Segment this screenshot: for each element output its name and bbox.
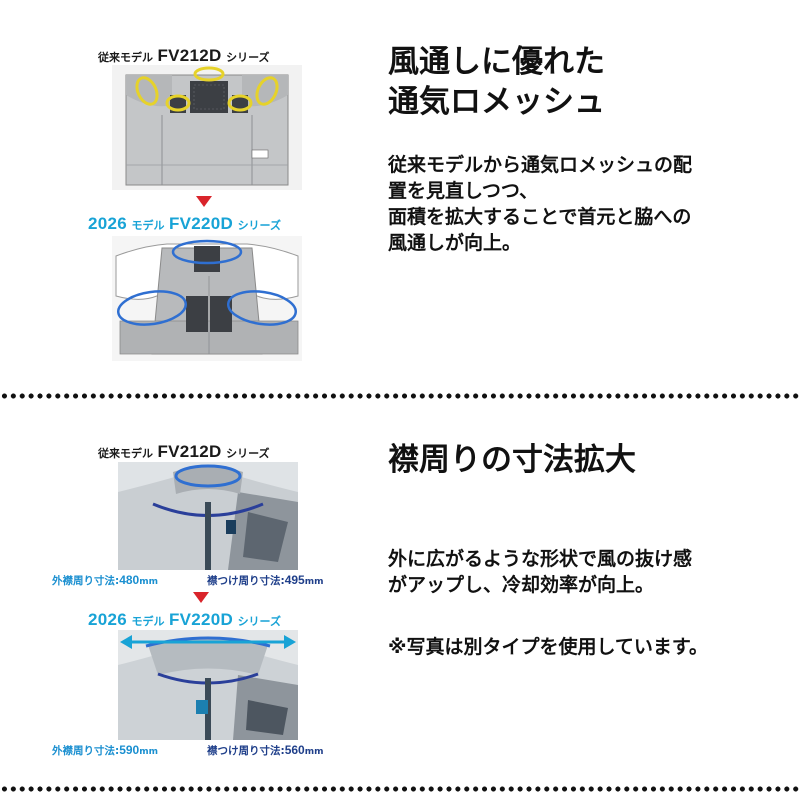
new-model-label: 2026 モデル FV220D シリーズ (88, 214, 282, 233)
down-arrow-icon (193, 592, 209, 603)
new-inner-collar-measure: 襟つけ周り寸法:560mm (207, 743, 324, 757)
desc-line-2: がアップし、冷却効率が向上。 (388, 574, 655, 596)
old-model-label: 従来モデル FV212D シリーズ (98, 46, 270, 65)
old-model-back-image (112, 65, 302, 190)
heading-line-2: 通気ロメッシュ (388, 84, 605, 120)
dotted-divider (0, 785, 800, 793)
old-inner-collar-measure: 襟つけ周り寸法:495mm (207, 573, 324, 587)
new-model-label: 2026 モデル FV220D シリーズ (88, 610, 282, 629)
old-model-label: 従来モデル FV212D シリーズ (98, 442, 270, 461)
desc-line-1: 外に広がるような形状で風の抜け感 (388, 548, 693, 570)
photo-note: ※写真は別タイプを使用しています。 (388, 636, 709, 658)
new-collar-image (118, 630, 298, 740)
down-arrow-icon (196, 196, 212, 207)
heading-line-1: 風通しに優れた (388, 44, 605, 80)
desc-line-2: 置を見直しつつ、 (388, 180, 539, 202)
vent-mesh-section: 従来モデル FV212D シリーズ 2026 モデル FV220D シリーズ (0, 0, 800, 385)
collar-size-description: 外に広がるような形状で風の抜け感 がアップし、冷却効率が向上。 (388, 546, 692, 598)
desc-line-3: 面積を拡大することで首元と脇への (388, 206, 692, 228)
old-outer-collar-measure: 外襟周り寸法:480mm (52, 573, 158, 587)
collar-size-section: 従来モデル FV212D シリーズ 外襟周り寸法:480mm 襟つけ周り寸法:4… (0, 400, 800, 780)
new-outer-collar-measure: 外襟周り寸法:590mm (52, 743, 158, 757)
collar-size-heading: 襟周りの寸法拡大 (388, 440, 636, 480)
new-model-back-image (112, 236, 302, 361)
desc-line-1: 従来モデルから通気ロメッシュの配 (388, 154, 693, 176)
vent-mesh-heading: 風通しに優れた 通気ロメッシュ (388, 42, 605, 122)
desc-line-4: 風通しが向上。 (388, 232, 522, 254)
old-collar-image (118, 462, 298, 570)
heading-line-1: 襟周りの寸法拡大 (388, 442, 636, 478)
dotted-divider (0, 392, 800, 400)
vent-mesh-description: 従来モデルから通気ロメッシュの配 置を見直しつつ、 面積を拡大することで首元と脇… (388, 152, 692, 256)
